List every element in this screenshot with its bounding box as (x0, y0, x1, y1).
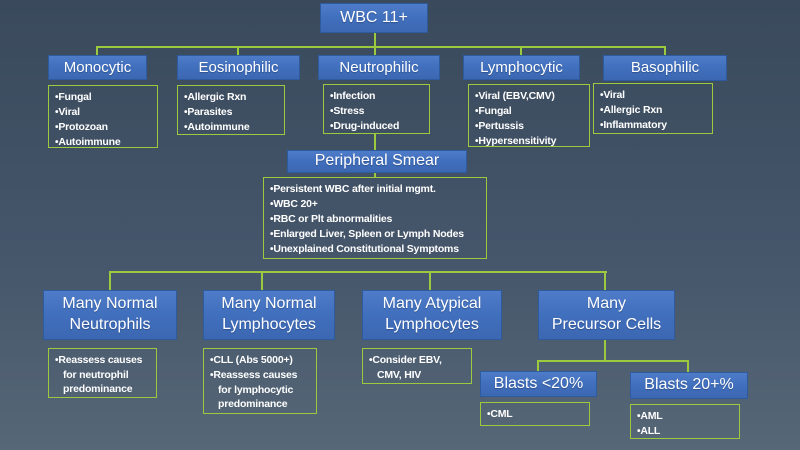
list-many-atypical-lymphocytes: Consider EBV, CMV, HIV (362, 348, 472, 384)
list-item: Autoimmune (55, 135, 154, 150)
connector-line (261, 271, 263, 291)
list-item: Fungal (55, 90, 154, 105)
node-many-normal-lymphocytes: Many Normal Lymphocytes (203, 290, 335, 340)
list-item: Protozoan (55, 120, 154, 135)
list-item: Allergic Rxn (600, 103, 709, 118)
list-item: Drug-induced (330, 119, 426, 134)
list-item: CLL (Abs 5000+) (210, 353, 313, 368)
connector-line (237, 46, 239, 55)
node-many-precursor-cells: Many Precursor Cells (538, 290, 675, 340)
node-blasts-20-plus: Blasts 20+% (630, 372, 748, 399)
connector-line (429, 271, 431, 291)
list-item: Viral (600, 88, 709, 103)
list-item: Allergic Rxn (184, 90, 281, 105)
list-item: Pertussis (475, 119, 586, 134)
list-item: Parasites (184, 105, 281, 120)
node-wbc: WBC 11+ (320, 3, 428, 33)
list-many-normal-neutrophils: Reassess causes for neutrophil predomina… (48, 348, 157, 398)
list-peripheral-smear: Persistent WBC after initial mgmt.WBC 20… (263, 177, 487, 259)
connector-line (520, 46, 522, 55)
list-item: Inflammatory (600, 118, 709, 133)
connector-line (604, 340, 606, 360)
connector-line (374, 172, 376, 178)
list-item: Infection (330, 89, 426, 104)
node-lymphocytic: Lymphocytic (463, 55, 580, 80)
list-item: Fungal (475, 104, 586, 119)
list-item: Consider EBV, CMV, HIV (369, 353, 468, 382)
list-basophilic: ViralAllergic RxnInflammatory (593, 83, 713, 134)
list-blasts-20-plus: AMLALL (630, 404, 740, 439)
connector-line (374, 133, 376, 151)
connector-line (96, 46, 98, 55)
list-item: WBC 20+ (270, 197, 483, 212)
connector-line (109, 271, 111, 291)
list-item: Viral (EBV,CMV) (475, 89, 586, 104)
node-eosinophilic: Eosinophilic (177, 55, 300, 80)
node-monocytic: Monocytic (48, 55, 147, 80)
connector-line (664, 46, 666, 55)
list-item: AML (637, 409, 736, 424)
connector-line (604, 271, 606, 291)
node-basophilic: Basophilic (603, 55, 727, 81)
list-item: Unexplained Constitutional Symptoms (270, 242, 483, 257)
list-item: CML (487, 407, 586, 422)
connector-line (537, 360, 539, 372)
connector-line (687, 360, 689, 373)
node-many-atypical-lymphocytes: Many Atypical Lymphocytes (362, 290, 502, 340)
list-item: Reassess causes for neutrophil predomina… (55, 353, 153, 396)
list-item: Hypersensitivity (475, 134, 586, 149)
list-item: Autoimmune (184, 120, 281, 135)
list-item: Stress (330, 104, 426, 119)
list-item: Persistent WBC after initial mgmt. (270, 182, 483, 197)
list-item: ALL (637, 424, 736, 439)
node-neutrophilic: Neutrophilic (318, 55, 440, 80)
list-item: Reassess causes for lymphocytic predomin… (210, 368, 313, 411)
list-monocytic: FungalViralProtozoanAutoimmune (48, 85, 158, 148)
connector-line (96, 46, 666, 48)
list-item: RBC or Plt abnormalities (270, 212, 483, 227)
list-many-normal-lymphocytes: CLL (Abs 5000+)Reassess causes for lymph… (203, 348, 317, 414)
connector-line (109, 271, 607, 273)
list-blasts-under-20: CML (480, 402, 590, 426)
list-lymphocytic: Viral (EBV,CMV)FungalPertussisHypersensi… (468, 84, 590, 147)
node-many-normal-neutrophils: Many Normal Neutrophils (43, 290, 177, 340)
list-eosinophilic: Allergic RxnParasitesAutoimmune (177, 85, 285, 135)
list-item: Enlarged Liver, Spleen or Lymph Nodes (270, 227, 483, 242)
list-neutrophilic: InfectionStressDrug-induced (323, 84, 430, 134)
list-item: Viral (55, 105, 154, 120)
connector-line (537, 360, 689, 362)
node-blasts-under-20: Blasts <20% (480, 371, 597, 397)
connector-line (374, 33, 376, 55)
node-peripheral-smear: Peripheral Smear (287, 150, 467, 173)
